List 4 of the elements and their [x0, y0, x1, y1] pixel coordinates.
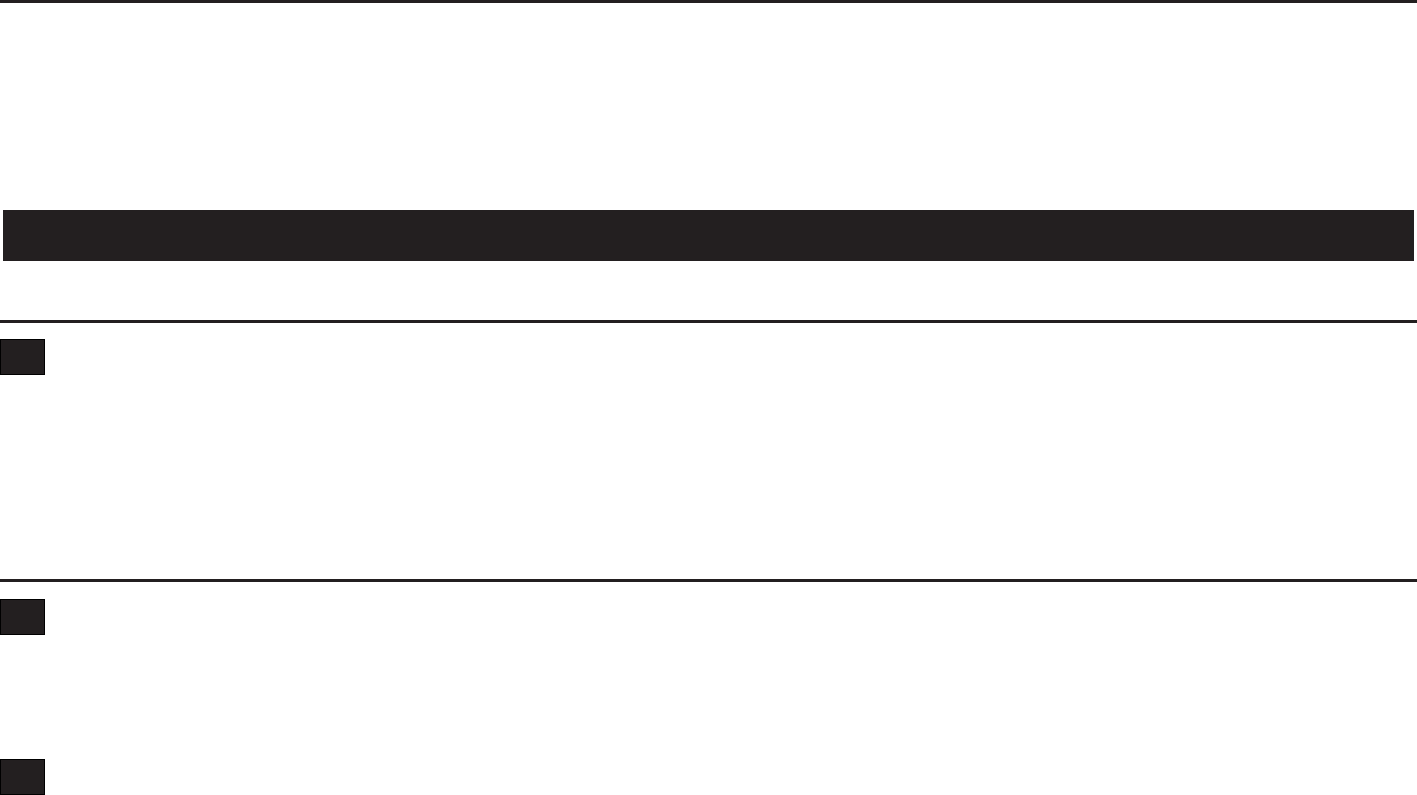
section-marker — [0, 759, 45, 795]
header-bar — [3, 210, 1414, 261]
section-marker — [0, 599, 45, 635]
section-marker — [0, 339, 45, 375]
